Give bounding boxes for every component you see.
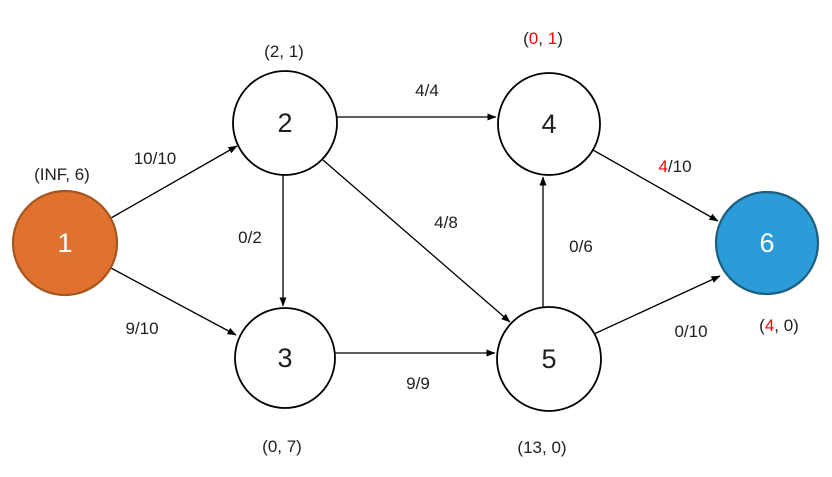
node-3-circle [234, 307, 336, 409]
edge-label-2-3: 0/2 [238, 228, 262, 247]
edge-5-6-arrow [593, 275, 721, 335]
edge-1-3-arrow [110, 267, 237, 336]
node-5-number: 5 [541, 344, 556, 374]
node-5-circle [496, 306, 602, 412]
edge-2-5-arrow [322, 159, 511, 323]
edge-label-1-3: 9/10 [125, 319, 158, 338]
node-4-annotation: (0, 1) [523, 29, 563, 48]
nodes-layer: 1 2 3 4 5 6 [11, 70, 820, 412]
edge-label-2-4: 4/4 [415, 81, 439, 100]
node-6-circle [714, 190, 820, 296]
node-6-annotation: (4, 0) [759, 316, 799, 335]
node-4-number: 4 [541, 109, 556, 139]
node-2-number: 2 [277, 108, 292, 138]
edges-layer [110, 113, 721, 357]
edge-label-1-2: 10/10 [134, 149, 177, 168]
node-2-circle [232, 70, 338, 176]
node-1-annotation: (INF, 6) [34, 165, 90, 184]
node-3-annotation: (0, 7) [262, 437, 302, 456]
node-5-annotation: (13, 0) [517, 438, 566, 457]
labels-layer: 10/10 9/10 0/2 4/4 4/8 9/9 0/6 4/10 0/10 (INF, 6)… [34, 29, 799, 457]
node-6-number: 6 [759, 228, 774, 258]
node-1-number: 1 [57, 228, 72, 258]
node-2-annotation: (2, 1) [264, 42, 304, 61]
node-3-number: 3 [277, 343, 292, 373]
node-4-circle [497, 72, 601, 176]
edge-label-4-6: 4/10 [658, 157, 691, 176]
edge-1-2-arrow [110, 145, 238, 219]
edge-label-5-6: 0/10 [674, 322, 707, 341]
edge-label-5-4: 0/6 [569, 237, 593, 256]
edge-label-3-5: 9/9 [406, 374, 430, 393]
edge-4-6-arrow [592, 149, 719, 222]
node-1-circle [11, 189, 119, 297]
edge-label-2-5: 4/8 [434, 213, 458, 232]
